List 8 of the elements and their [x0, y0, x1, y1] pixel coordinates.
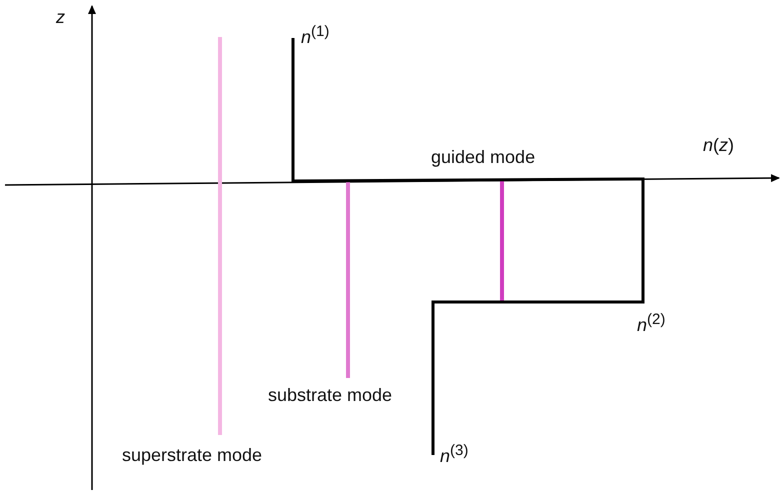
index-label: n$^{(1)}$: [301, 24, 330, 48]
index-label: n$^{(3)}$: [440, 443, 468, 467]
axis-label: z: [56, 8, 65, 28]
index-label: n$^{(2)}$: [637, 312, 666, 336]
axis-label: n(z): [703, 136, 734, 156]
mode-label: substrate mode: [268, 386, 392, 406]
mode-label: superstrate mode: [122, 446, 262, 466]
mode-label: guided mode: [431, 148, 536, 168]
